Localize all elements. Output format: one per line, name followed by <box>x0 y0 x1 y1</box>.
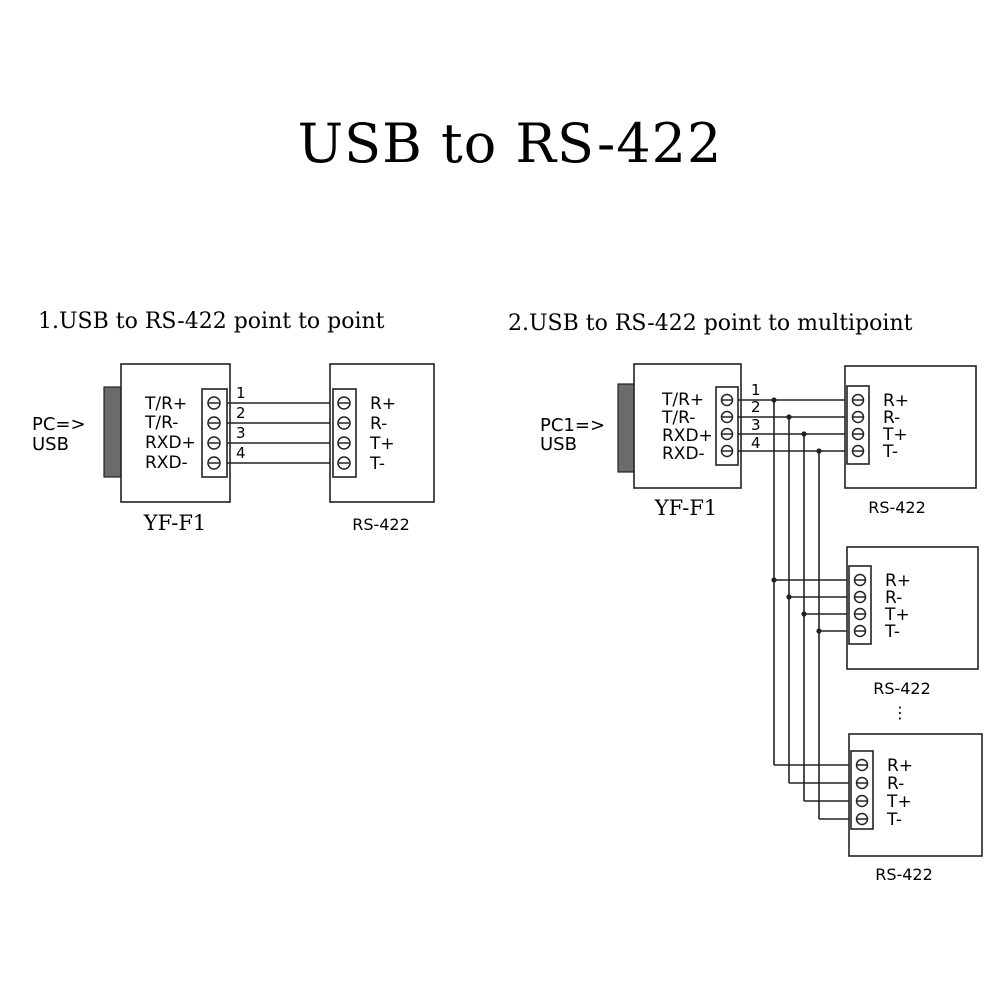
converter-pin-label: RXD- <box>145 453 188 473</box>
wires <box>227 402 336 464</box>
wire-number: 1 <box>236 384 246 402</box>
device-pin-label: R- <box>887 774 904 794</box>
device-screws <box>853 573 867 638</box>
device-terminal-block <box>846 385 870 465</box>
device-pin-label: R+ <box>885 571 911 591</box>
converter-pin-label: T/R+ <box>144 394 187 414</box>
diagram-point-to-multipoint: 2.USB to RS-422 point to multipoint PC1=… <box>508 311 983 884</box>
wire-number: 3 <box>236 424 246 442</box>
converter-pin-label: T/R- <box>144 413 178 433</box>
device-pin-label: R- <box>370 414 387 434</box>
device-pin-label: R+ <box>370 394 396 414</box>
diagram2-pc-label: PC1=> <box>540 415 605 436</box>
converter-pin-label: RXD+ <box>145 433 196 453</box>
device-pin-label: R- <box>885 588 902 608</box>
device-name: RS-422 <box>352 515 410 534</box>
more-devices-ellipsis: ⋮ <box>892 703 908 722</box>
device-terminal-block <box>850 750 874 830</box>
wire-number: 4 <box>751 434 761 452</box>
device-pin-label: T+ <box>886 792 912 812</box>
page-title: USB to RS-422 <box>298 112 723 175</box>
device-pin-label: R- <box>883 408 900 428</box>
device-pin-label: T+ <box>369 434 395 454</box>
device-name: RS-422 <box>873 679 931 698</box>
device-screws <box>851 393 865 458</box>
device-pin-label: T- <box>369 454 385 474</box>
device-screws <box>337 396 351 470</box>
converter-pin-label: T/R+ <box>661 390 704 410</box>
converter-terminal-block <box>715 386 739 466</box>
diagram-point-to-point: 1.USB to RS-422 point to point PC=> USB … <box>32 309 435 535</box>
diagram2-usb-label: USB <box>540 434 577 455</box>
wire-number: 2 <box>751 398 761 416</box>
device-terminal-block <box>848 565 872 645</box>
diagram1-pc-label: PC=> <box>32 414 86 435</box>
converter-name: YF-F1 <box>143 511 207 535</box>
device-pin-label: T+ <box>882 425 908 445</box>
usb-plug <box>103 386 123 478</box>
device-screws <box>855 758 869 826</box>
device-pin-label: T- <box>886 810 902 830</box>
device-pin-label: T- <box>882 442 898 462</box>
converter-pin-label: RXD- <box>662 444 705 464</box>
device-name: RS-422 <box>868 498 926 517</box>
bus-wires <box>738 399 852 820</box>
wire-number: 1 <box>751 381 761 399</box>
converter-screws <box>207 396 221 470</box>
converter-pin-label: T/R- <box>661 408 695 428</box>
wire-number: 3 <box>751 416 761 434</box>
device-pin-label: T- <box>884 622 900 642</box>
device-pin-label: T+ <box>884 605 910 625</box>
device-terminal-block <box>332 388 357 478</box>
converter-screws <box>720 393 734 458</box>
wire-number: 4 <box>236 444 246 462</box>
wire-number: 2 <box>236 404 246 422</box>
converter-name: YF-F1 <box>654 496 718 520</box>
diagram1-heading: 1.USB to RS-422 point to point <box>38 309 385 334</box>
diagram1-usb-label: USB <box>32 434 69 455</box>
device-name: RS-422 <box>875 865 933 884</box>
diagram2-heading: 2.USB to RS-422 point to multipoint <box>508 311 913 336</box>
device-pin-label: R+ <box>883 391 909 411</box>
converter-pin-label: RXD+ <box>662 426 713 446</box>
device-pin-label: R+ <box>887 756 913 776</box>
junction-dots <box>771 397 822 634</box>
